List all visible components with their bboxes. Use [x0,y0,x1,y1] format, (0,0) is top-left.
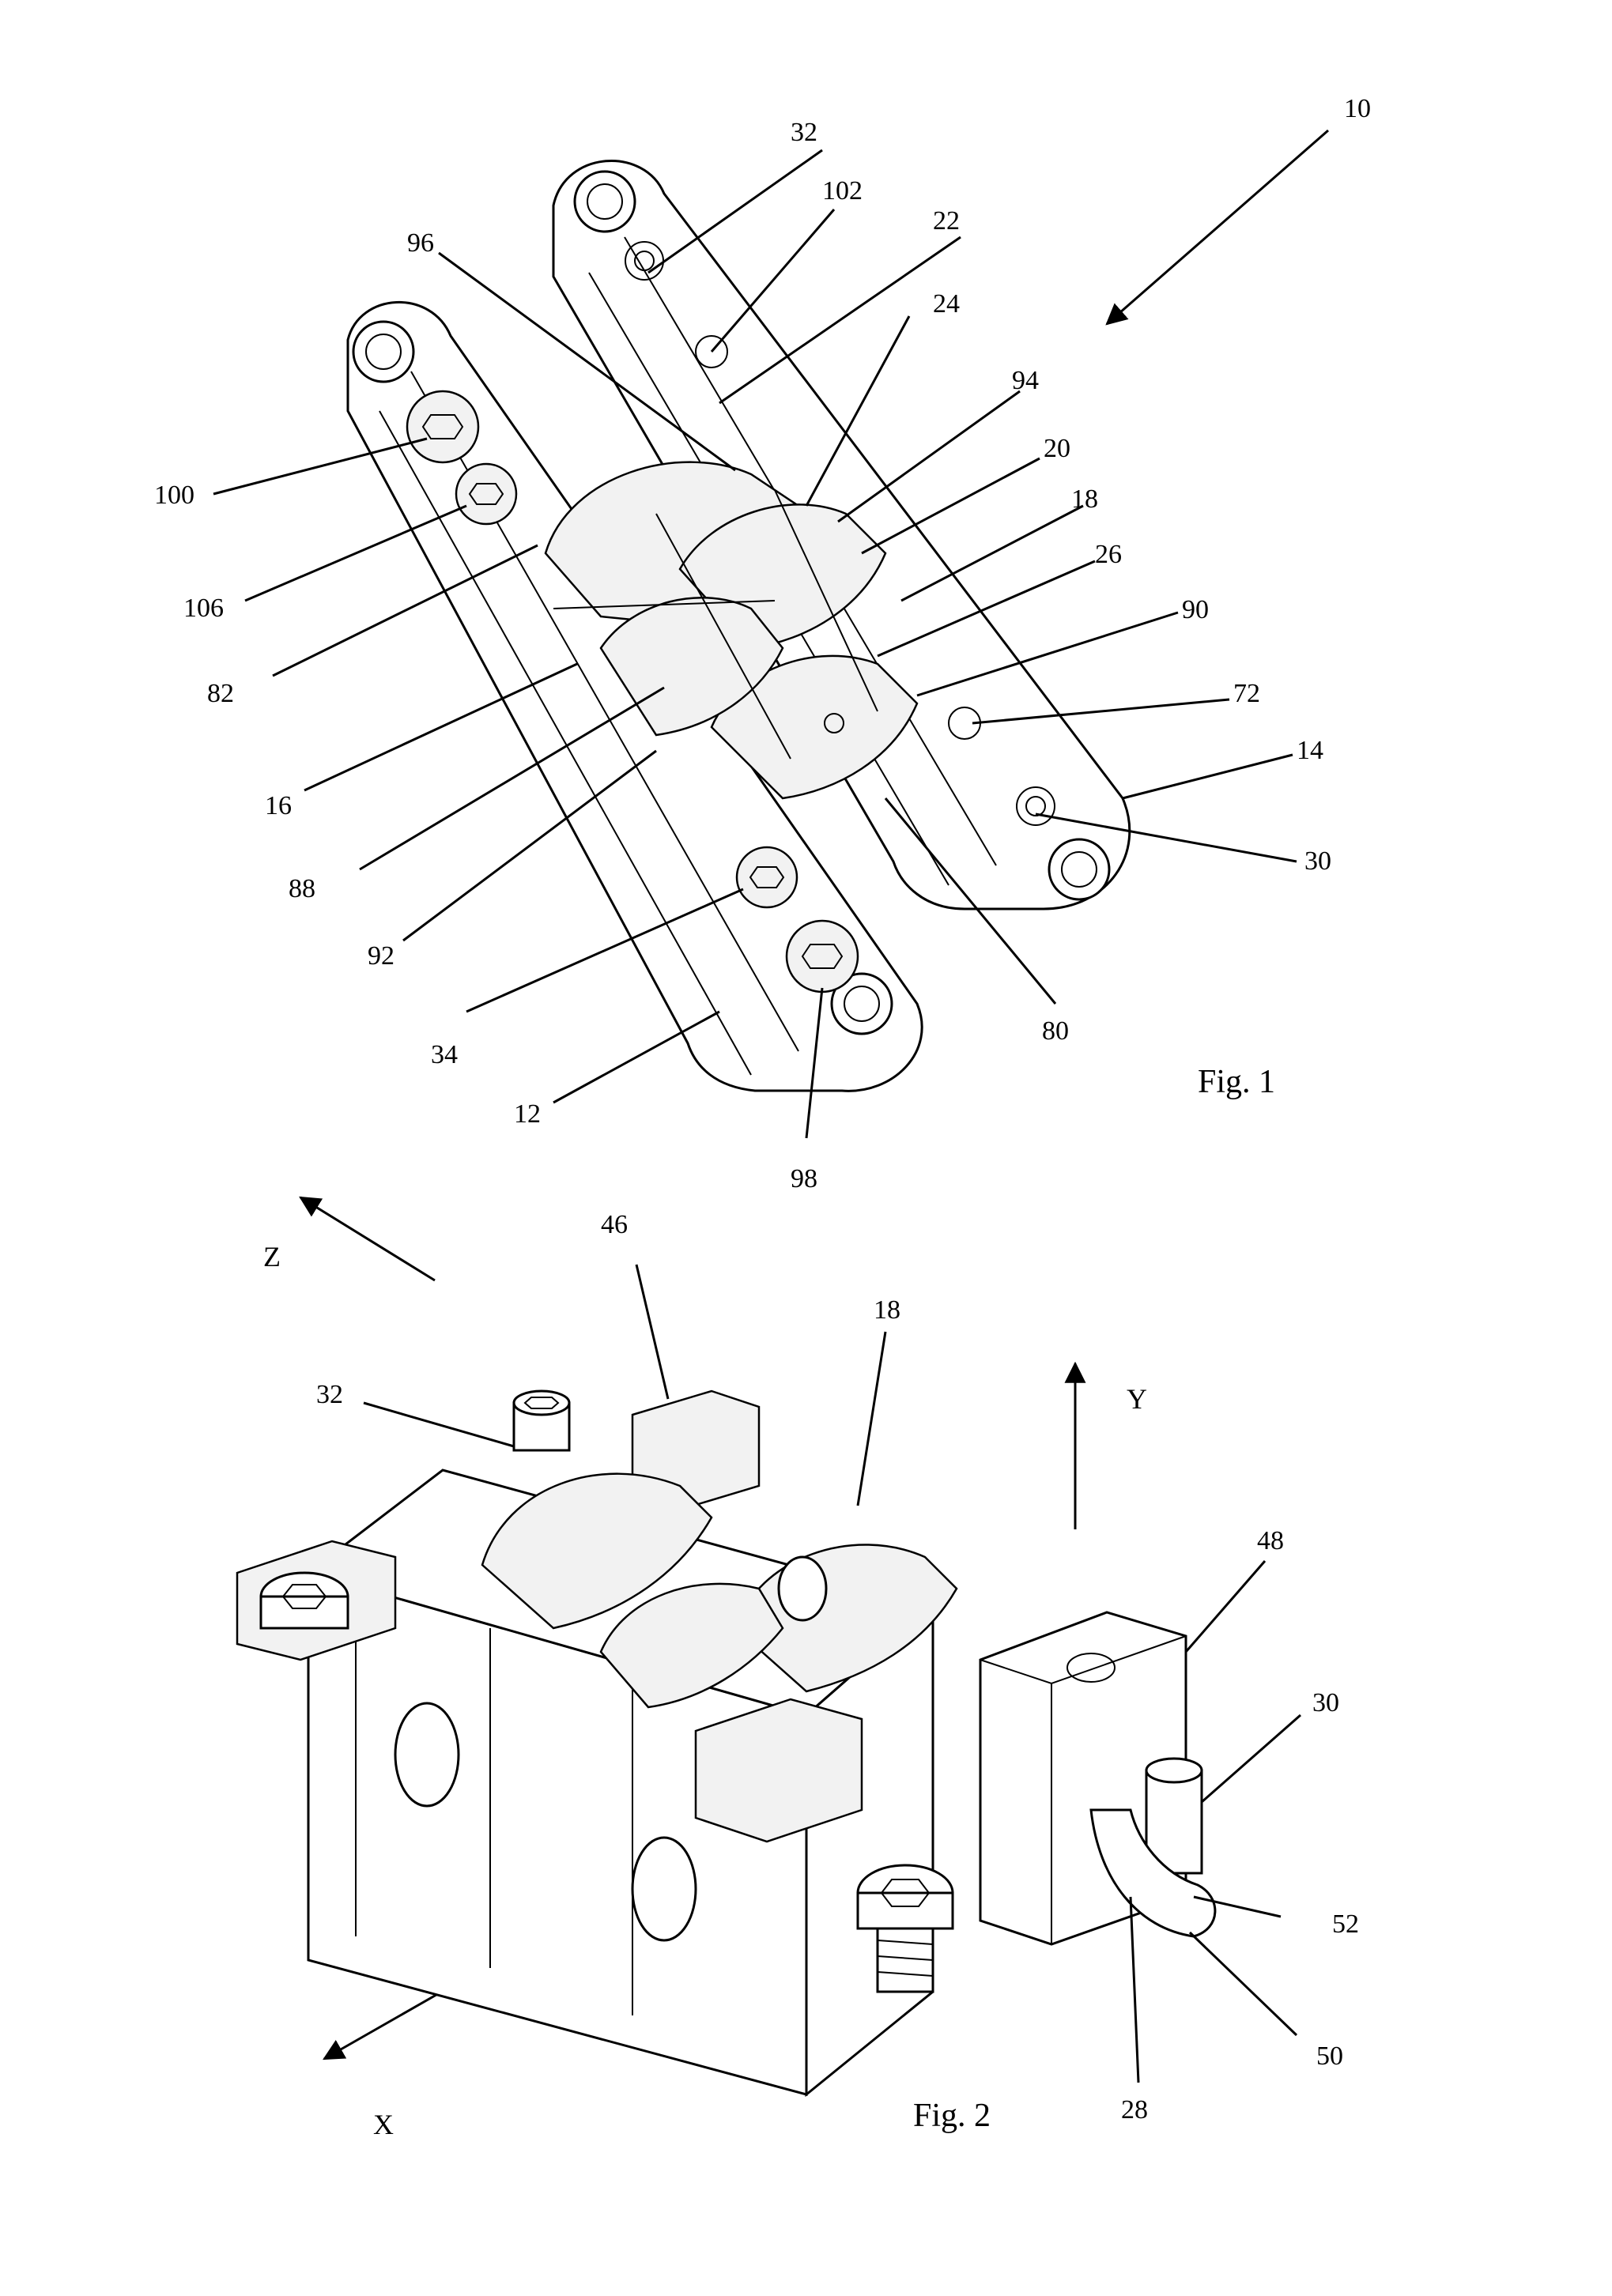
ref-90: 90 [1182,595,1209,624]
ref-100: 100 [154,481,194,510]
ref-32: 32 [791,118,817,147]
ref-30: 30 [1304,846,1331,876]
screw-head-106 [456,464,516,524]
ref-72: 72 [1233,679,1260,708]
figure-1: 10 32 102 22 96 24 94 20 18 26 90 72 14 … [154,94,1371,1193]
ref-50: 50 [1316,2042,1343,2071]
ref-88: 88 [289,874,315,903]
screw-head-100 [407,391,478,462]
ref-10: 10 [1344,94,1371,123]
ref-80: 80 [1042,1016,1069,1046]
axis-z-label: Z [263,1241,281,1272]
ref-46: 46 [601,1210,628,1239]
ref-82: 82 [207,679,234,708]
ref-32-fig2: 32 [316,1380,343,1409]
fig2-caption: Fig. 2 [913,2098,991,2134]
ref-18-fig2: 18 [874,1295,900,1325]
fig2-mechanism-drawing [237,1391,1215,2094]
fig2-screw-left [261,1573,348,1628]
ref-18: 18 [1071,484,1098,514]
screw-head-34 [737,847,797,907]
ref-14: 14 [1297,736,1323,765]
ref-16: 16 [265,791,292,820]
ref-28: 28 [1121,2095,1148,2124]
ref-94: 94 [1012,366,1039,395]
ref-34: 34 [431,1040,458,1069]
ref-30-fig2: 30 [1312,1688,1339,1717]
ref-52: 52 [1332,1910,1359,1939]
fig2-screw-32 [514,1391,569,1450]
ref-24: 24 [933,289,960,319]
axis-x-label: X [373,2109,394,2140]
figure-2: Z Y X [237,1197,1359,2140]
ref-98: 98 [791,1164,817,1193]
ref-26: 26 [1095,540,1122,569]
ref-106: 106 [183,594,224,623]
ref-96: 96 [407,228,434,258]
fig1-caption: Fig. 1 [1198,1064,1275,1100]
ref-102: 102 [822,176,863,205]
axis-z-arrow [300,1197,435,1280]
ref-20: 20 [1044,434,1070,463]
ref-22: 22 [933,206,960,236]
screw-head-98 [787,921,858,992]
ref-48: 48 [1257,1526,1284,1555]
axis-y-label: Y [1127,1383,1147,1415]
ref-92: 92 [368,941,395,971]
ref-12: 12 [514,1099,541,1129]
